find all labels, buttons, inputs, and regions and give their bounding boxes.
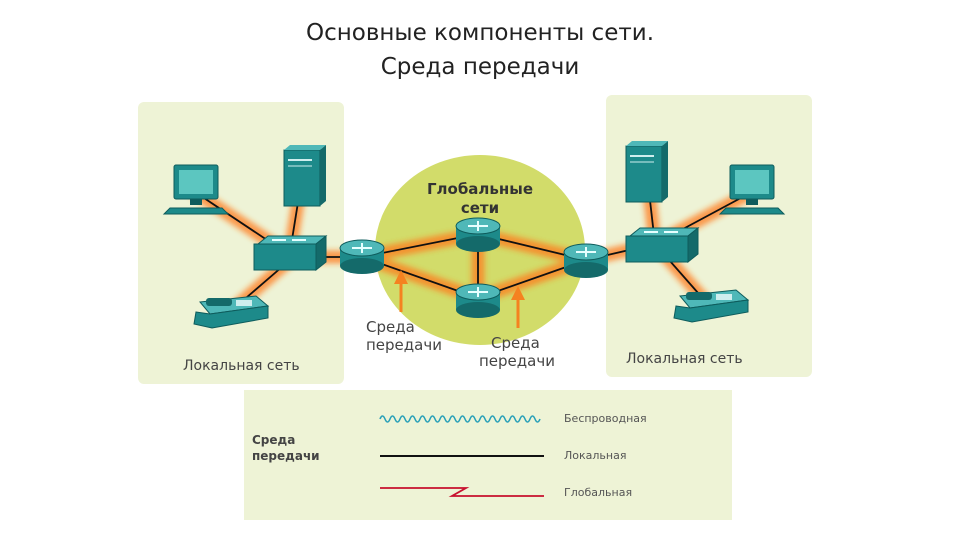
lan-left-label: Локальная сеть xyxy=(183,358,300,374)
pc-right-icon xyxy=(718,164,786,215)
switch-right-icon xyxy=(625,226,700,264)
router-right-icon xyxy=(563,243,609,278)
medium-arrow-left-icon xyxy=(394,270,408,312)
medium-left-line2: передачи xyxy=(366,336,442,354)
medium-right-line2: передачи xyxy=(479,352,555,370)
medium-left-line1: Среда xyxy=(366,318,415,336)
wan-label: Глобальные сети xyxy=(418,180,542,218)
wan-label-line2: сети xyxy=(460,199,500,217)
router-left-icon xyxy=(339,239,385,274)
server-left-icon xyxy=(283,145,326,207)
lan-right-label: Локальная сеть xyxy=(626,351,743,367)
legend-lan-label: Локальная xyxy=(564,449,627,462)
legend-title: Среда передачи xyxy=(252,432,320,464)
legend-wan-line xyxy=(380,487,544,497)
legend-title-line1: Среда xyxy=(252,433,296,447)
ip-phone-right-icon xyxy=(673,289,750,323)
slide-title-line2: Среда передачи xyxy=(380,54,580,80)
medium-left-label: Среда передачи xyxy=(366,318,442,354)
medium-right-label: Среда передачи xyxy=(479,334,555,370)
legend-wireless-line xyxy=(379,415,541,423)
wan-label-line1: Глобальные xyxy=(426,180,534,198)
router-wan-top-icon xyxy=(455,217,501,252)
legend-wireless-label: Беспроводная xyxy=(564,412,647,425)
router-wan-bottom-icon xyxy=(455,283,501,318)
legend-wan-label: Глобальная xyxy=(564,486,633,499)
switch-left-icon xyxy=(253,234,328,272)
pc-left-icon xyxy=(162,164,230,215)
medium-right-line1: Среда xyxy=(491,334,540,352)
medium-arrow-right-icon xyxy=(511,286,525,328)
legend-title-line2: передачи xyxy=(252,449,320,463)
server-right-icon xyxy=(625,141,668,203)
slide-title-line1: Основные компоненты сети. xyxy=(305,20,655,46)
ip-phone-left-icon xyxy=(193,295,270,329)
